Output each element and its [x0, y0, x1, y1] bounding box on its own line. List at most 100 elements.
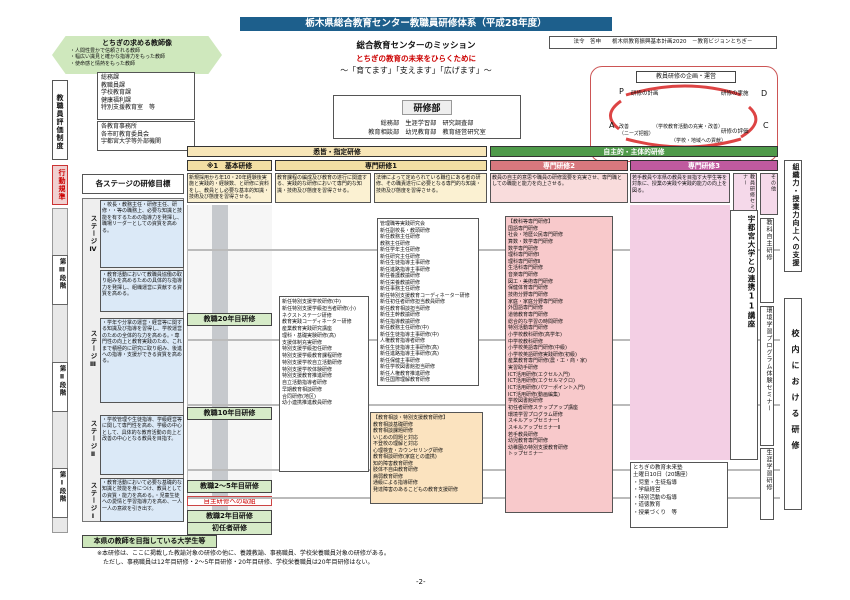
pdca-p: P	[619, 87, 624, 96]
col-special-2: 専門研修2	[490, 160, 628, 171]
training-item: 総合的な学習の時間研修	[508, 318, 564, 325]
training-item: いじめの問題と対応	[373, 434, 419, 441]
basic-column-bar	[187, 205, 272, 520]
eval-label: 教職員評価制度	[52, 80, 68, 160]
special1b-description: 法律によって定められている職位にある者の研修、その職責遂行に必要となる専門的な知…	[374, 173, 487, 203]
special1a-description: 教育課程の編成及び教育の遂行に関連する、実践的な研修において専門的な知識・技術及…	[275, 173, 371, 203]
training-item: 【教育相談・特別支援教育研修】	[373, 415, 449, 421]
training-item: ネクストステージ研修	[282, 312, 332, 319]
dept-box: 研修部 総務部 生涯学習部 研究調査部 教育相談部 幼児教育部 教育経営研究室	[333, 95, 521, 139]
stage-4-goal: ・校長・教務主任・研修主任、研修・・等の職務上、必要な知識と技能を有するための指…	[100, 200, 184, 268]
juku-box: とちぎの教育未来塾 土曜日10日（20講座） ・児童・生徒指導 ・学級経営 ・特…	[630, 462, 728, 528]
stage-4-goal-b: ・教育活動において教職員協働の取り組みを高めるための具体的な指導力を発揮し、組織…	[100, 270, 184, 312]
training-item: 通級による指導研修	[373, 480, 418, 486]
stage-3-label: ステージⅢ	[89, 330, 97, 369]
training-item: 新任人権教育推進研修	[380, 370, 431, 377]
ideal-item: ・幅広い識見と確かな指導力をもった教師	[70, 54, 166, 61]
training-item: 特別支援学級教育課程研修	[282, 353, 343, 359]
training-item: 合同研修(地区)	[282, 393, 316, 400]
special3-column	[630, 205, 730, 460]
training-item: スキルアップセミナーⅠ	[508, 418, 560, 425]
training-item: 人権教育指導者研修	[380, 338, 426, 344]
utsunomiya-univ-panel: 宇都宮大学との連携11講座	[730, 210, 758, 460]
training-item: 理科専門研修Ⅰ	[508, 252, 540, 259]
training-item: ICT活用研修(エクセル入門)	[508, 371, 570, 378]
consulting-list: 【教育相談・特別支援教育研修】教育相談基礎研修教育相談課題研修いじめの問題と対応…	[370, 412, 483, 504]
training-item: 社会・地歴公民専門研修	[508, 232, 564, 239]
kankyo-seminar: 環境学習プログラム体験セミナー	[760, 306, 774, 446]
mission-panel: 総合教育センターのミッション とちぎの教育の未来をひらくために ～「育てます」「…	[297, 36, 535, 86]
training-item: 教育相談研修(家庭との連携)	[373, 454, 437, 460]
training-item: 新任研究主任研修	[380, 253, 421, 260]
juku-item: ・特別活動の指導	[633, 494, 678, 501]
training-item: 新任指導教諭研修	[380, 318, 421, 325]
stage-level-3: 第Ⅲ段階	[52, 255, 68, 305]
special3-description: 若手教員や本県の教員を目指す大学生等を対象に、授業の実践や実践的能力の向上を図る…	[630, 173, 730, 203]
year20-training: 教職20年目研修	[187, 313, 272, 326]
org-item: 各市町教育委員会	[101, 130, 150, 138]
pdca-a: A	[609, 121, 615, 130]
pdca-p-text: 研修の計画	[631, 91, 659, 97]
juku-item: ・授業づくり 等	[633, 509, 678, 516]
training-item: 教務主任研修	[380, 240, 411, 247]
training-item: 新任生徒指導主事研修	[380, 260, 431, 266]
training-item: ICT活用研修(パワーポイント入門)	[508, 385, 585, 392]
stage-level-1: 第Ⅰ段階	[52, 468, 68, 518]
training-item: 新任栄養教諭研修	[380, 279, 421, 286]
mission-heading: 総合教育センターのミッション	[356, 41, 476, 51]
ideal-item: ・人間性豊かで信頼される教師	[70, 48, 141, 54]
special1b-list: 管理職等実践研究会新任副校長・教頭研修新任教務主任研修教務主任研修新任学年主任研…	[377, 218, 479, 386]
training-item: 産業教育専門研修(農・工・商・家)	[508, 358, 587, 365]
note-2: ただし、事務職員は12年目研修・2〜5年目研修・20年目研修、学校栄養職員は20…	[103, 559, 374, 566]
juku-date: 土曜日10日（20講座）	[633, 472, 691, 479]
dept-line2: 教育相談部 幼児教育部 教育経営研究室	[368, 129, 486, 136]
training-item: 小学校英語専門研修(中級)	[508, 345, 567, 352]
stage-3-goal: ・学年や分掌の運営・経営等に関する知識及び指導を習得し、学校運営のための全体的な…	[100, 318, 184, 403]
subject-list: 【教科等専門研修】国語専門研修社会・地歴公民専門研修算数・数学専門研修数学専門研…	[505, 216, 613, 513]
pdca-c-text: 研修の評価	[721, 129, 749, 135]
juku-item: ・道徳教育	[633, 502, 661, 509]
action-label: 行動規準	[52, 165, 68, 205]
ideal-teacher-panel: とちぎの求める教師像 ・人間性豊かで信頼される教師 ・幅広い識見と確かな指導力を…	[52, 36, 222, 74]
pdca-mid: （学校教育活動の充実・改善）	[653, 124, 724, 130]
org-item: 各教育事務所	[101, 123, 138, 130]
stages-title: 各ステージの研修目標	[82, 174, 184, 194]
training-item: 新任進路指導主事研修(高)	[380, 351, 439, 357]
pdca-a-text: 改善 （ニーズ把握）	[619, 124, 654, 137]
training-item: 初任者研修ステップアップ講座	[508, 404, 579, 411]
pdca-mid2: （学校・地域への貢献）	[671, 138, 727, 144]
support-label: 組織力・授業力向上への支援	[784, 160, 802, 272]
first-year-training: 初任者研修	[187, 522, 272, 535]
training-item: 中学校教科研修	[508, 338, 544, 345]
training-item: 理科・基礎実験研修(高)	[282, 332, 336, 339]
training-item: 特別支援学校体験研修	[282, 366, 333, 373]
training-item: スキルアップセミナーⅡ	[508, 424, 561, 431]
stage-2-label: ステージⅡ	[89, 420, 97, 459]
org-item: 学校教育課	[101, 89, 132, 96]
training-item: 管理職等実践研究会	[380, 221, 426, 227]
org-item: 健康福利課	[101, 96, 132, 104]
training-item: 新任事務主任研修	[380, 286, 421, 292]
category-required: 悉皆・指定研修	[187, 146, 487, 157]
category-autonomous: 自主的・主体的研修	[490, 146, 778, 157]
training-item: 自立活動指導者研修	[282, 380, 328, 386]
kyoka-jishu: 教科自主研修	[760, 218, 774, 303]
training-item: 教育実践コーディネーター研修	[282, 319, 352, 326]
training-item: 新任副校長・教頭研修	[380, 227, 431, 234]
training-item: 新任特別支援学級担当者研修(小)	[282, 305, 356, 312]
training-item: 学校図書館研修	[508, 398, 544, 405]
shogai-training: 生涯学習研修	[760, 448, 774, 520]
mission-line1: とちぎの教育の未来をひらくために	[356, 54, 476, 63]
training-item: 幼小連携推進教員研修	[282, 400, 333, 407]
training-item: 新任保健主事研修	[380, 357, 421, 364]
stage-2-goal: ・学校管理や生徒指導、学級経営等に関して専門性を高め、学級の中心として、具体的な…	[100, 415, 184, 475]
col-special-1: 専門研修1	[275, 160, 487, 171]
training-item: 知的障害教育研修	[373, 460, 414, 467]
dept-line1: 総務部 生涯学習部 研究調査部	[380, 120, 474, 127]
training-item: 理科専門研修Ⅱ	[508, 258, 541, 265]
training-item: 新任主幹教諭研修	[380, 312, 421, 318]
training-item: 小学校英語研修実践研修(初級)	[508, 351, 577, 358]
training-item: 新任特別支援教育コーディネーター研修	[380, 292, 470, 299]
training-item: 音楽専門研修	[508, 272, 539, 279]
training-item: 新任進路指導主事研修	[380, 266, 431, 273]
